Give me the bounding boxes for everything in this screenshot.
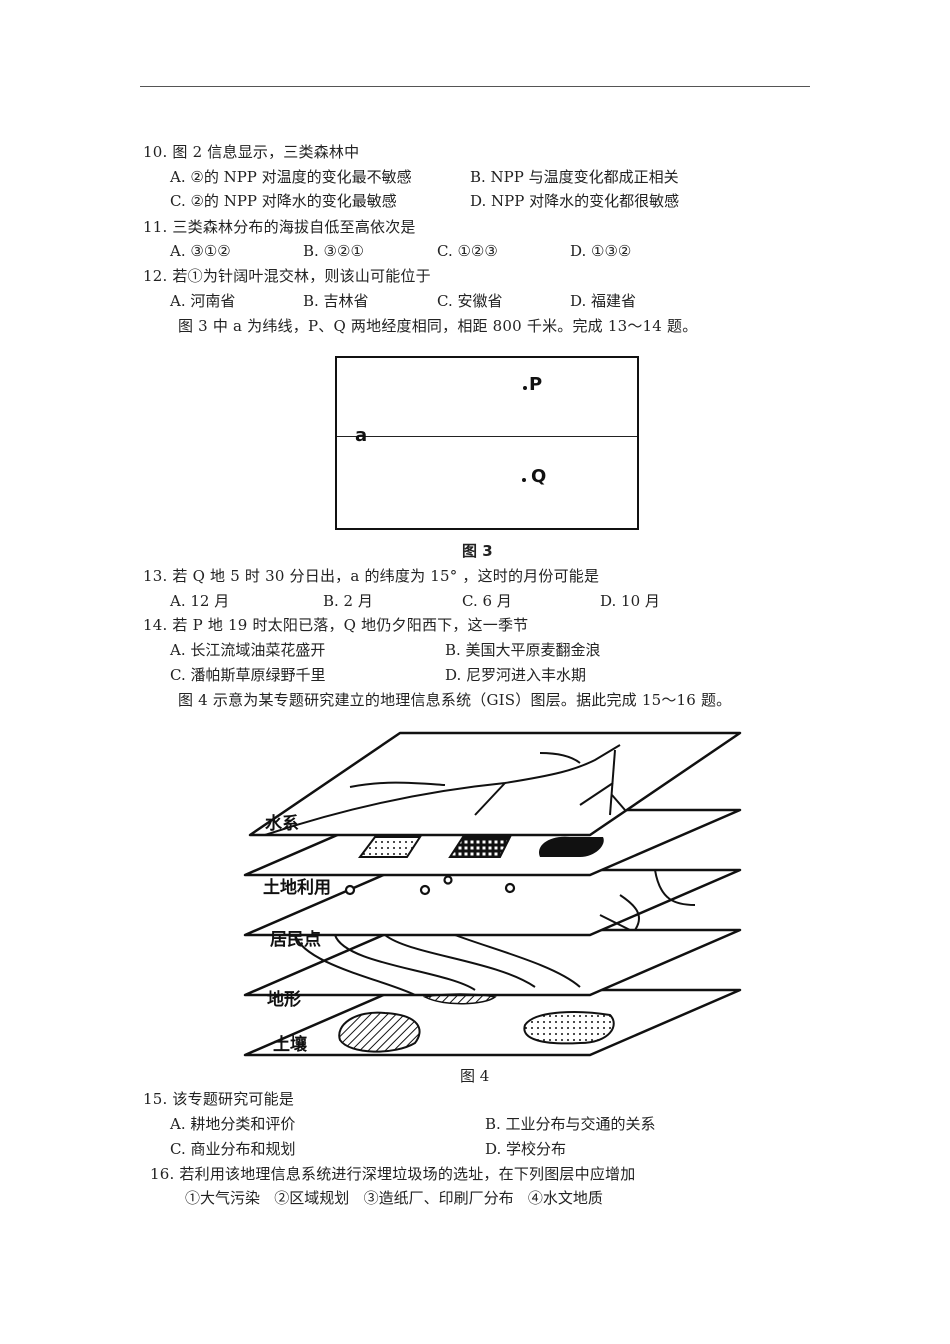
figure-4-caption: 图 4 — [460, 1067, 490, 1085]
layer-settlements — [243, 868, 742, 937]
point-p-label: P — [529, 374, 543, 395]
question-16-stem: 16. 若利用该地理信息系统进行深埋垃圾场的选址，在下列图层中应增加 — [150, 1165, 636, 1183]
question-12-option-c: C. 安徽省 — [437, 292, 503, 310]
question-11-option-b: B. ③②① — [303, 242, 364, 260]
question-14-stem: 14. 若 P 地 19 时太阳已落，Q 地仍夕阳西下，这一季节 — [143, 616, 529, 634]
layer-soil — [243, 988, 742, 1057]
question-14-option-c: C. 潘帕斯草原绿野千里 — [170, 666, 326, 684]
question-12-option-b: B. 吉林省 — [303, 292, 369, 310]
gis-layers-illustration: 水系 土地利用 居民点 地形 土壤 — [243, 731, 742, 1057]
question-10-option-d: D. NPP 对降水的变化都很敏感 — [470, 192, 680, 210]
question-10-option-c: C. ②的 NPP 对降水的变化最敏感 — [170, 192, 397, 210]
question-15-stem: 15. 该专题研究可能是 — [143, 1090, 295, 1108]
point-q-marker — [522, 478, 526, 482]
question-14-option-a: A. 长江流域油菜花盛开 — [170, 641, 326, 659]
latitude-line — [337, 436, 637, 437]
question-16-items: ①大气污染 ②区域规划 ③造纸厂、印刷厂分布 ④水文地质 — [185, 1189, 603, 1207]
question-12-option-a: A. 河南省 — [170, 292, 236, 310]
layer-label-land-use: 土地利用 — [263, 877, 331, 898]
layer-label-terrain: 地形 — [267, 989, 301, 1010]
question-13-option-a: A. 12 月 — [170, 592, 230, 610]
question-13-option-d: D. 10 月 — [600, 592, 660, 610]
layer-label-soil: 土壤 — [273, 1034, 308, 1055]
question-14-option-d: D. 尼罗河进入丰水期 — [445, 666, 587, 684]
question-10-stem: 10. 图 2 信息显示，三类森林中 — [143, 143, 360, 161]
question-12-option-d: D. 福建省 — [570, 292, 637, 310]
question-14-option-b: B. 美国大平原麦翻金浪 — [445, 641, 601, 659]
question-15-option-b: B. 工业分布与交通的关系 — [485, 1115, 656, 1133]
figure-4-intro: 图 4 示意为某专题研究建立的地理信息系统（GIS）图层。据此完成 15～16 … — [178, 691, 732, 709]
question-15-option-d: D. 学校分布 — [485, 1140, 567, 1158]
latitude-label: a — [355, 425, 368, 446]
question-11-stem: 11. 三类森林分布的海拔自低至高依次是 — [143, 218, 416, 236]
figure-3-diagram: a P Q — [335, 356, 639, 530]
question-10-option-b: B. NPP 与温度变化都成正相关 — [470, 168, 679, 186]
header-rule — [140, 86, 810, 87]
layer-label-water: 水系 — [265, 813, 299, 834]
question-12-stem: 12. 若①为针阔叶混交林，则该山可能位于 — [143, 267, 431, 285]
question-11-option-a: A. ③①② — [170, 242, 231, 260]
question-15-option-c: C. 商业分布和规划 — [170, 1140, 296, 1158]
figure-3-intro: 图 3 中 a 为纬线，P、Q 两地经度相同，相距 800 千米。完成 13～1… — [178, 317, 698, 335]
question-11-option-d: D. ①③② — [570, 242, 632, 260]
layer-label-settlements: 居民点 — [270, 929, 321, 950]
figure-4-diagram: 水系 土地利用 居民点 地形 土壤 — [235, 725, 750, 1060]
question-10-option-a: A. ②的 NPP 对温度的变化最不敏感 — [170, 168, 412, 186]
question-13-stem: 13. 若 Q 地 5 时 30 分日出，a 的纬度为 15° ，这时的月份可能… — [143, 567, 600, 585]
question-15-option-a: A. 耕地分类和评价 — [170, 1115, 296, 1133]
question-13-option-b: B. 2 月 — [323, 592, 373, 610]
question-13-option-c: C. 6 月 — [462, 592, 512, 610]
point-q-label: Q — [531, 466, 547, 487]
figure-3-caption: 图 3 — [462, 542, 493, 560]
point-p-marker — [523, 386, 527, 390]
question-11-option-c: C. ①②③ — [437, 242, 498, 260]
